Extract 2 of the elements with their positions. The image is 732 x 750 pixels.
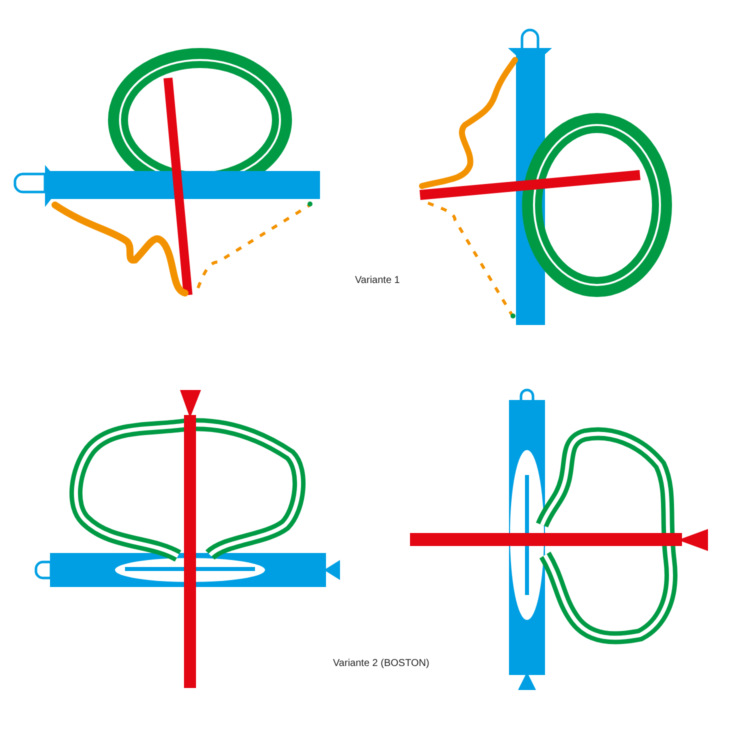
caption: Variante 1 [355,275,400,286]
caption: Variante 2 (BOSTON) [333,658,430,669]
